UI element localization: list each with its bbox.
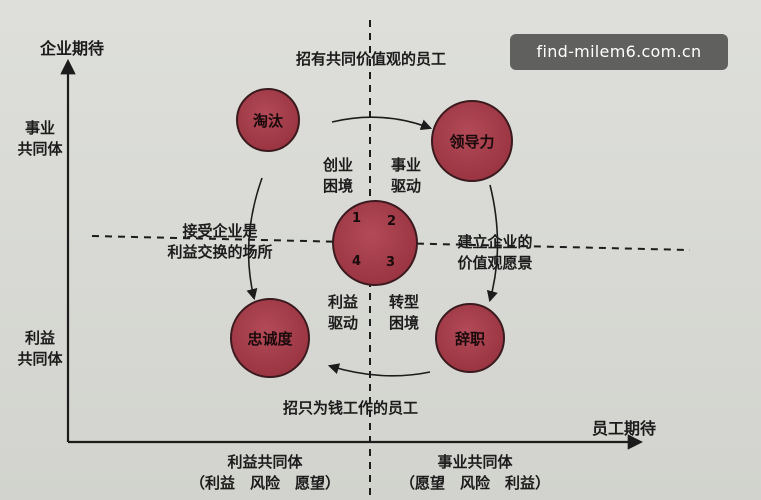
x-axis-title: 员工期待	[592, 419, 657, 438]
circle-eliminate: 淘汰	[236, 88, 300, 152]
right-side-label: 建立企业的 价值观愿景	[457, 233, 533, 272]
arrow-right	[486, 184, 499, 303]
y-axis-title: 企业期待	[40, 39, 105, 58]
y-label-top: 事业 共同体	[17, 119, 63, 158]
center-number-4: 4	[352, 254, 362, 269]
bottom-caption: 招只为钱工作的员工	[283, 399, 419, 417]
arrow-left	[246, 177, 263, 301]
arrow-top	[331, 116, 433, 131]
center-circle	[332, 200, 418, 286]
arrow-bottom	[327, 363, 431, 377]
center-number-2: 2	[387, 214, 397, 229]
center-number-1: 1	[352, 211, 362, 226]
circle-loyalty: 忠诚度	[230, 298, 310, 378]
circle-resign: 辞职	[435, 303, 505, 373]
left-side-label: 接受企业是 利益交换的场所	[167, 222, 273, 261]
top-caption: 招有共同价值观的员工	[296, 50, 447, 68]
watermark: find-milem6.com.cn	[510, 34, 728, 70]
quadrant-4-label: 利益 驱动	[327, 293, 358, 332]
center-number-3: 3	[386, 255, 396, 270]
circle-leadership: 领导力	[431, 100, 513, 182]
bottom-right-label: 事业共同体 （愿望 风险 利益）	[399, 453, 550, 492]
quadrant-3-label: 转型 困境	[388, 293, 419, 332]
bottom-left-label: 利益共同体 （利益 风险 愿望）	[189, 453, 340, 492]
quadrant-2-label: 事业 驱动	[390, 156, 421, 195]
y-label-bottom: 利益 共同体	[17, 329, 63, 368]
quadrant-1-label: 创业 困境	[322, 156, 353, 195]
